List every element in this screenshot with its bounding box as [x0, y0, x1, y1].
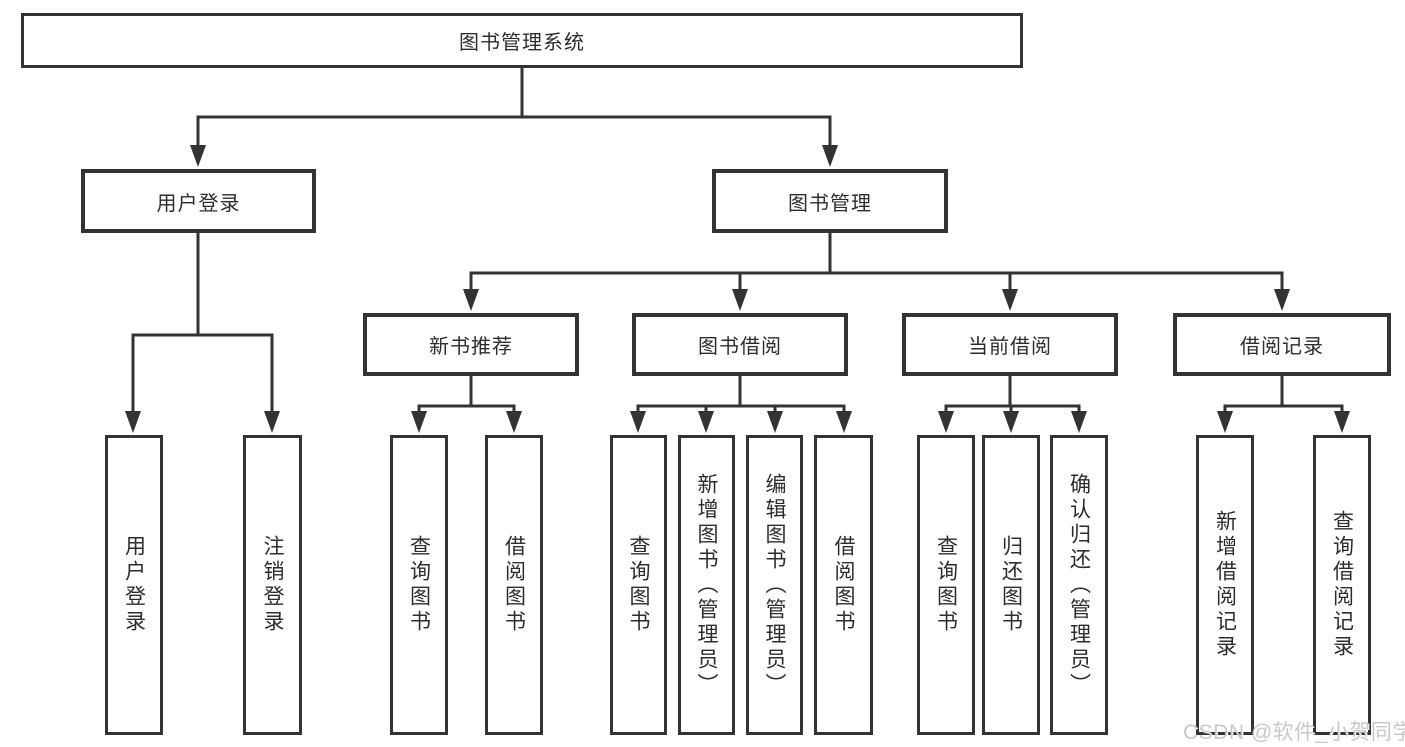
node-leaf-record-query: 查询借阅记录 — [1313, 435, 1371, 735]
node-leaf-borrow-add-label: 新增图书（管理员） — [695, 472, 718, 698]
node-leaf-newbook-query: 查询图书 — [390, 435, 448, 735]
node-leaf-record-add: 新增借阅记录 — [1196, 435, 1254, 735]
node-leaf-borrow-add: 新增图书（管理员） — [678, 435, 735, 735]
node-leaf-current-query-label: 查询图书 — [934, 535, 958, 635]
node-user-login: 用户登录 — [81, 169, 316, 233]
node-current-borrow: 当前借阅 — [902, 313, 1118, 376]
node-current-borrow-label: 当前借阅 — [968, 336, 1052, 358]
node-leaf-borrow-borrow-label: 借阅图书 — [832, 535, 855, 635]
node-leaf-newbook-query-label: 查询图书 — [407, 535, 431, 635]
node-new-book-rec: 新书推荐 — [363, 313, 579, 376]
node-leaf-newbook-borrow-label: 借阅图书 — [502, 535, 526, 635]
node-leaf-record-add-label: 新增借阅记录 — [1213, 510, 1237, 660]
node-leaf-user-login: 用户登录 — [105, 435, 163, 735]
node-leaf-current-confirm-label: 确认归还（管理员） — [1067, 472, 1091, 698]
node-borrow-records: 借阅记录 — [1173, 313, 1391, 376]
node-leaf-logout-label: 注销登录 — [261, 535, 284, 635]
node-leaf-borrow-query: 查询图书 — [610, 435, 667, 735]
node-leaf-borrow-query-label: 查询图书 — [627, 535, 650, 635]
node-new-book-rec-label: 新书推荐 — [429, 336, 513, 358]
node-leaf-borrow-borrow: 借阅图书 — [814, 435, 873, 735]
node-leaf-current-confirm: 确认归还（管理员） — [1050, 435, 1108, 735]
node-borrow-records-label: 借阅记录 — [1240, 336, 1324, 358]
node-leaf-newbook-borrow: 借阅图书 — [485, 435, 543, 735]
node-leaf-borrow-edit-label: 编辑图书（管理员） — [763, 472, 786, 698]
node-leaf-current-query: 查询图书 — [917, 435, 975, 735]
node-leaf-user-login-label: 用户登录 — [122, 535, 146, 635]
node-leaf-current-return-label: 归还图书 — [999, 535, 1023, 635]
csdn-watermark: CSDN @软件_小贺同学 — [1183, 721, 1405, 744]
node-book-borrow: 图书借阅 — [632, 313, 848, 376]
node-leaf-borrow-edit: 编辑图书（管理员） — [746, 435, 803, 735]
node-book-borrow-label: 图书借阅 — [698, 336, 782, 358]
node-book-mgmt-label: 图书管理 — [788, 192, 872, 215]
node-root-label: 图书管理系统 — [459, 32, 585, 54]
node-leaf-record-query-label: 查询借阅记录 — [1330, 510, 1354, 660]
node-root: 图书管理系统 — [21, 13, 1023, 68]
node-leaf-logout: 注销登录 — [243, 435, 302, 735]
node-leaf-current-return: 归还图书 — [982, 435, 1040, 735]
node-book-mgmt: 图书管理 — [712, 169, 948, 233]
node-user-login-label: 用户登录 — [156, 192, 241, 215]
